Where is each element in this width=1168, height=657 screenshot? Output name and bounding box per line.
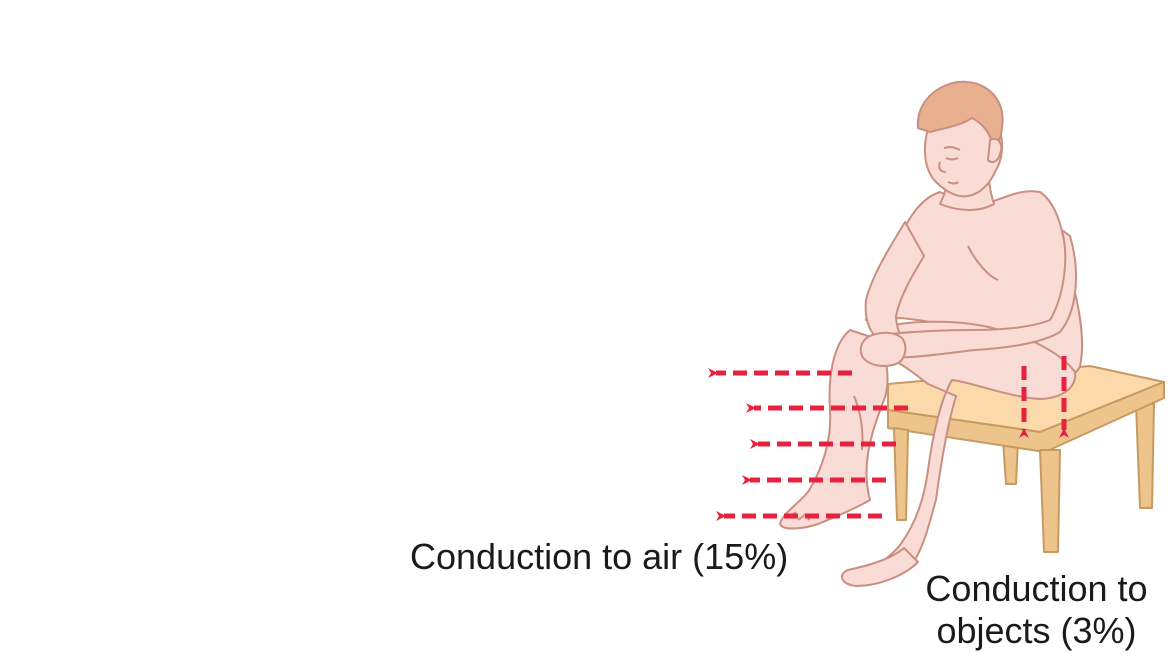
conduction-to-objects-label: Conduction to objects (3%) bbox=[905, 568, 1168, 652]
stool-leg-front-left bbox=[893, 427, 909, 521]
stool-seat-edge bbox=[887, 381, 1165, 453]
person-chest-line bbox=[967, 245, 999, 281]
person-hair bbox=[916, 80, 1004, 151]
conduction-to-air-label: Conduction to air (15%) bbox=[410, 536, 789, 577]
person-mouth bbox=[947, 181, 959, 185]
seated-person bbox=[779, 80, 1084, 587]
person-hand bbox=[859, 331, 907, 367]
person-nose bbox=[938, 161, 947, 173]
stool-leg-front-right bbox=[1039, 449, 1061, 553]
stool-leg-back-right bbox=[1135, 403, 1155, 509]
conduction-to-objects-label-line1: Conduction to bbox=[925, 568, 1148, 609]
person-eye bbox=[945, 157, 959, 161]
person-ear bbox=[987, 138, 1003, 163]
conduction-to-air-arrows bbox=[708, 368, 908, 521]
conduction-to-objects-label-line2: objects (3%) bbox=[936, 610, 1137, 651]
person-eyebrow bbox=[943, 146, 961, 151]
person-near-foot bbox=[840, 547, 919, 587]
conduction-to-objects-arrows bbox=[1019, 356, 1069, 438]
